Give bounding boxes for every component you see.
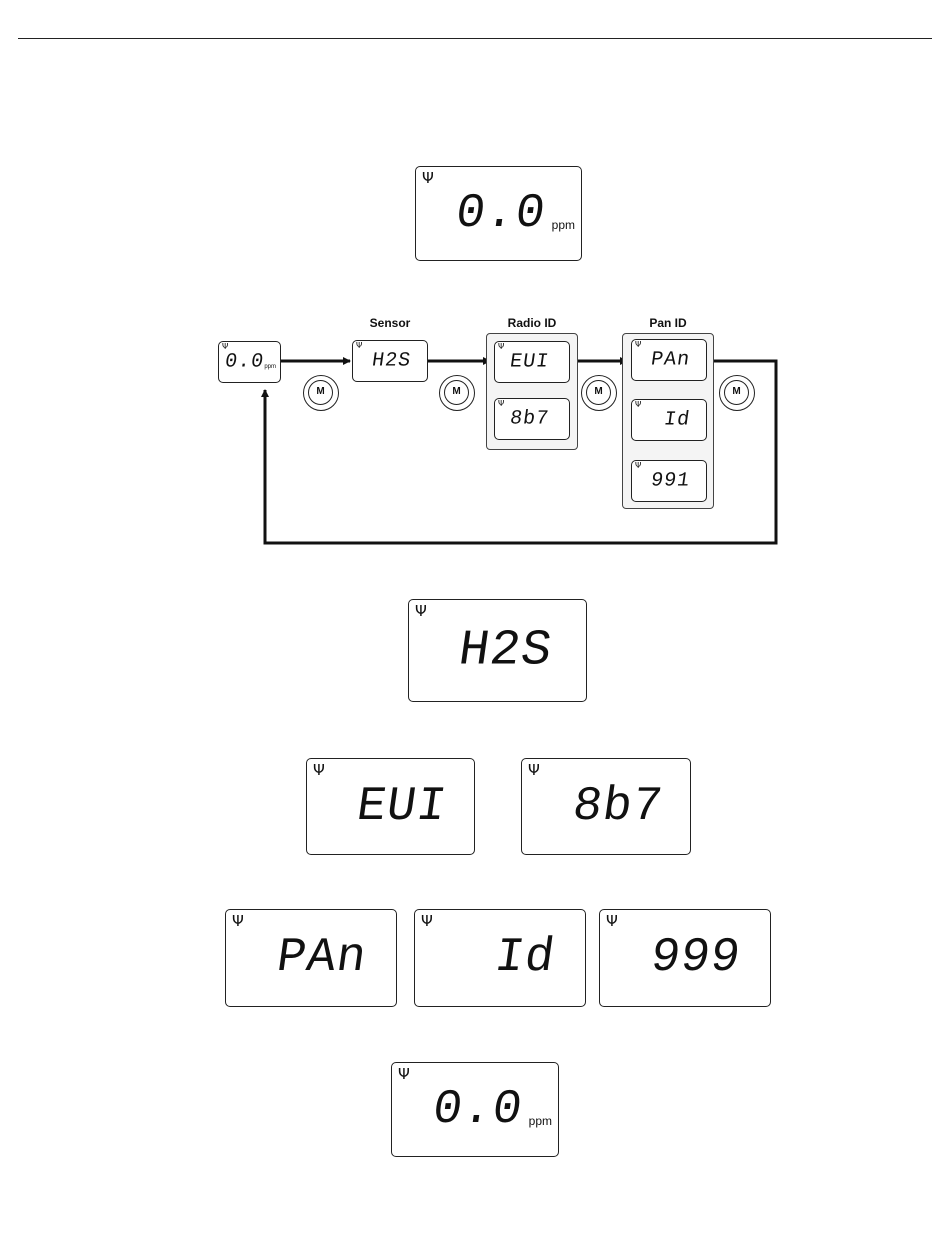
display-value: Id bbox=[662, 409, 691, 432]
display-value: 8b7 bbox=[569, 780, 666, 834]
display-value: 8b7 bbox=[508, 408, 550, 431]
m-button-icon: M bbox=[581, 375, 617, 411]
antenna-icon: Ψ bbox=[528, 763, 540, 778]
m-button-icon: M bbox=[719, 375, 755, 411]
sensor-label: Sensor bbox=[352, 316, 428, 330]
antenna-icon: Ψ bbox=[606, 914, 618, 929]
display-value: PAn bbox=[273, 931, 370, 985]
antenna-icon: Ψ bbox=[421, 914, 433, 929]
display-value: 999 bbox=[647, 931, 744, 985]
m-button-label: M bbox=[444, 380, 469, 405]
flow-display-pan: Ψ PAn bbox=[631, 339, 707, 381]
flow-display-pan-value: Ψ 991 bbox=[631, 460, 707, 502]
display-pan-id: Ψ Id bbox=[414, 909, 586, 1007]
display-value: EUI bbox=[353, 780, 450, 834]
flow-display-radio-code: Ψ 8b7 bbox=[494, 398, 570, 440]
flow-display-start: Ψ 0.0 ppm bbox=[218, 341, 281, 383]
display-unit: ppm bbox=[529, 1114, 552, 1128]
m-button-icon: M bbox=[439, 375, 475, 411]
display-value: EUI bbox=[508, 351, 550, 374]
display-value: H2S bbox=[455, 622, 556, 679]
antenna-icon: Ψ bbox=[635, 341, 641, 349]
antenna-icon: Ψ bbox=[635, 462, 641, 470]
display-value: PAn bbox=[649, 349, 691, 372]
antenna-icon: Ψ bbox=[313, 763, 325, 778]
display-radio-eui: Ψ EUI bbox=[306, 758, 475, 855]
display-value: 0.0 bbox=[429, 1083, 526, 1137]
radio-id-group: Ψ EUI Ψ 8b7 bbox=[486, 333, 578, 450]
antenna-icon: Ψ bbox=[635, 401, 641, 409]
display-pan: Ψ PAn bbox=[225, 909, 397, 1007]
display-sensor: Ψ H2S bbox=[408, 599, 587, 702]
display-value: 991 bbox=[649, 470, 691, 493]
display-value: H2S bbox=[370, 350, 412, 373]
pan-id-label: Pan ID bbox=[622, 316, 714, 330]
display-value: 0.0 bbox=[223, 351, 265, 374]
m-button-icon: M bbox=[303, 375, 339, 411]
radio-id-label: Radio ID bbox=[486, 316, 578, 330]
flow-display-sensor: Ψ H2S bbox=[352, 340, 428, 382]
m-button-label: M bbox=[586, 380, 611, 405]
display-pan-value: Ψ 999 bbox=[599, 909, 771, 1007]
flow-display-pan-id: Ψ Id bbox=[631, 399, 707, 441]
flow-arrows bbox=[0, 0, 950, 600]
m-button-label: M bbox=[724, 380, 749, 405]
antenna-icon: Ψ bbox=[356, 342, 362, 350]
antenna-icon: Ψ bbox=[398, 1067, 410, 1082]
antenna-icon: Ψ bbox=[415, 604, 427, 619]
display-unit: ppm bbox=[264, 364, 276, 370]
antenna-icon: Ψ bbox=[498, 400, 504, 408]
display-radio-code: Ψ 8b7 bbox=[521, 758, 691, 855]
flow-display-radio-eui: Ψ EUI bbox=[494, 341, 570, 383]
m-button-label: M bbox=[308, 380, 333, 405]
antenna-icon: Ψ bbox=[498, 343, 504, 351]
display-final: Ψ 0.0 ppm bbox=[391, 1062, 559, 1157]
display-value: Id bbox=[492, 931, 559, 985]
antenna-icon: Ψ bbox=[232, 914, 244, 929]
pan-id-group: Ψ PAn Ψ Id Ψ 991 bbox=[622, 333, 714, 509]
